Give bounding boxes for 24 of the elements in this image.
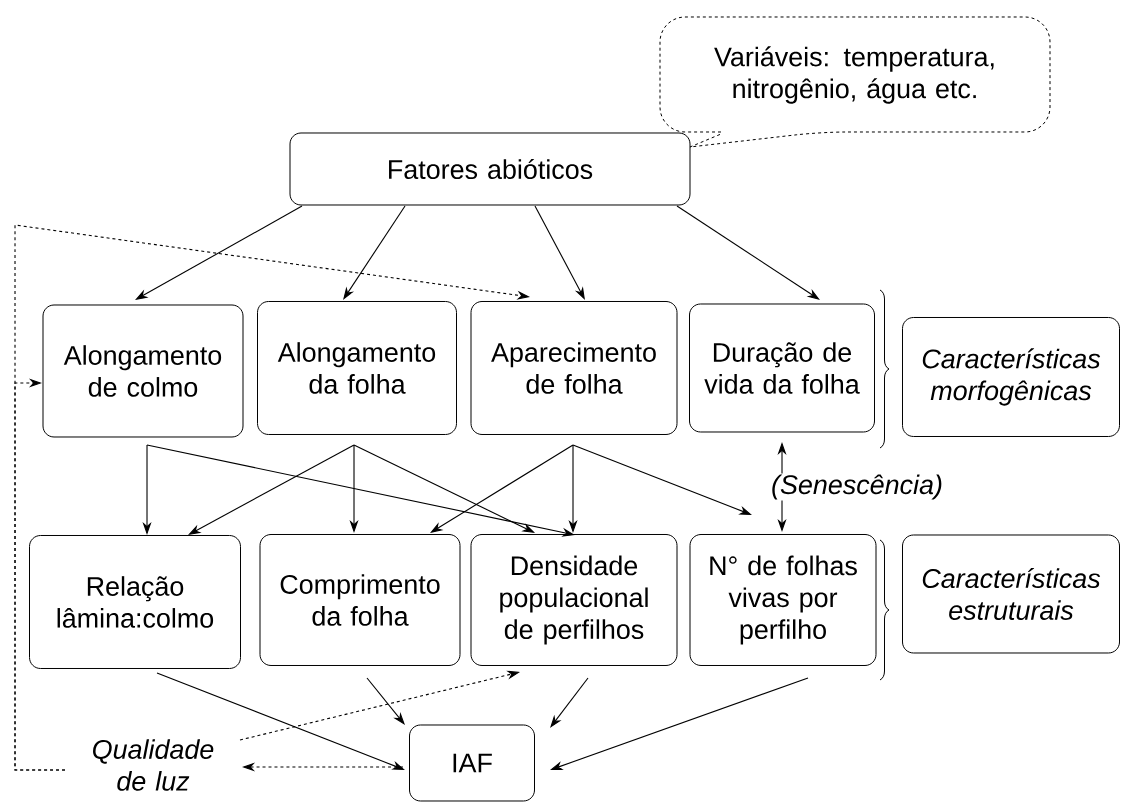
- arrow: [135, 205, 303, 300]
- process-box: Aparecimento de folha: [470, 301, 678, 435]
- arrow: [550, 677, 589, 728]
- arrow: [676, 205, 820, 300]
- arrow: [353, 444, 535, 533]
- process-box: Alongamento da folha: [257, 301, 457, 435]
- process-box: Duração de vida da folha: [689, 303, 875, 433]
- speech-bubble: Variáveis: temperatura, nitrogênio, água etc.: [659, 16, 1051, 148]
- arrow: [430, 444, 574, 533]
- text-label: Qualidade de luz: [93, 739, 214, 791]
- process-box: Características morfogênicas: [902, 317, 1120, 437]
- process-box: Alongamento de colmo: [42, 304, 244, 438]
- arrow: [534, 205, 585, 300]
- process-box: Densidade populacional de perfilhos: [470, 534, 678, 666]
- process-box: IAF: [409, 724, 535, 802]
- process-box: Comprimento da folha: [259, 534, 461, 666]
- arrow: [188, 444, 355, 535]
- arrow: [343, 205, 406, 300]
- process-box: N° de folhas vivas por perfilho: [689, 534, 877, 666]
- arrow: [366, 677, 405, 725]
- process-box: Características estruturais: [902, 534, 1120, 654]
- edge-label: (Senescência): [770, 473, 944, 501]
- process-box: Relação lâmina:colmo: [29, 535, 241, 669]
- process-box: Fatores abióticos: [289, 132, 691, 206]
